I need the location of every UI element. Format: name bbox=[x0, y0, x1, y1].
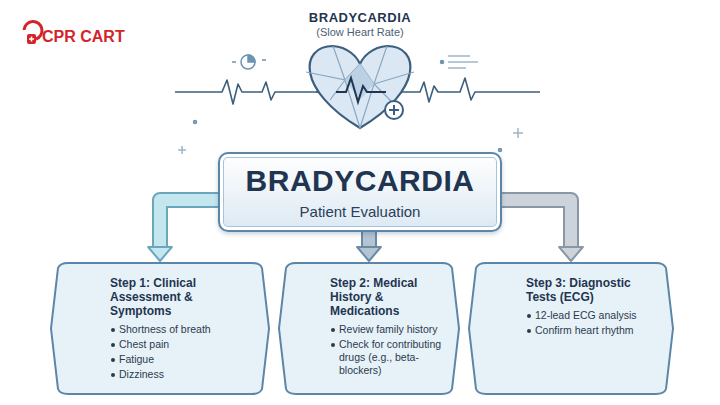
bullet-text: Dizziness bbox=[119, 368, 164, 380]
bullet-dot bbox=[111, 373, 115, 377]
logo-icon bbox=[24, 22, 42, 44]
bullet-dot bbox=[111, 343, 115, 347]
bullet-dot bbox=[111, 328, 115, 332]
bullet-item: 12-lead ECG analysis bbox=[526, 309, 658, 322]
box-subheading: Patient Evaluation bbox=[228, 203, 492, 220]
step-content: Step 3: Diagnostic Tests (ECG) 12-lead EC… bbox=[526, 276, 658, 337]
arrow-outline bbox=[502, 200, 571, 247]
step-content: Step 1: Clinical Assessment & SymptomsSh… bbox=[110, 276, 254, 381]
center-box: BRADYCARDIA Patient Evaluation bbox=[218, 152, 502, 232]
hexagon-shape bbox=[279, 263, 459, 394]
bullet-text: 12-lead ECG analysis bbox=[535, 309, 637, 321]
connector-arrow bbox=[148, 200, 218, 261]
box-heading: BRADYCARDIA bbox=[228, 164, 492, 199]
bullet-dot bbox=[331, 343, 335, 347]
step-content: Step 2: Medical History & MedicationsRev… bbox=[330, 276, 444, 377]
hexagon-shape bbox=[51, 263, 269, 394]
bullet-dot bbox=[527, 314, 531, 318]
connector-arrow bbox=[502, 200, 583, 261]
bullet-item: Confirm heart rhythm bbox=[526, 324, 658, 337]
bullet-text: Review family history bbox=[339, 323, 438, 335]
arrow-head bbox=[148, 247, 172, 261]
bullet-item: Chest pain bbox=[110, 338, 254, 351]
bullet-text: Check for contributing drugs (e.g., beta… bbox=[339, 338, 441, 376]
bullet-text: Shortness of breath bbox=[119, 323, 211, 335]
step-box: Step 2: Medical History & MedicationsRev… bbox=[278, 262, 460, 395]
logo-text: CPR CART bbox=[42, 28, 162, 46]
bullet-item: Review family history bbox=[330, 323, 444, 336]
decoration bbox=[178, 55, 523, 154]
bullet-item: Dizziness bbox=[110, 368, 254, 381]
step-box: Step 1: Clinical Assessment & SymptomsSh… bbox=[50, 262, 270, 395]
step-heading: Step 1: Clinical Assessment & Symptoms bbox=[110, 276, 254, 318]
bullet-text: Chest pain bbox=[119, 338, 169, 350]
subtitle: (Slow Heart Rate) bbox=[260, 26, 460, 38]
bullet-dot bbox=[527, 329, 531, 333]
hexagon-shape bbox=[469, 263, 673, 394]
arrow-head bbox=[357, 247, 381, 261]
bullet-item: Shortness of breath bbox=[110, 323, 254, 336]
title: BRADYCARDIA bbox=[260, 10, 460, 25]
arrow-body bbox=[502, 200, 571, 247]
step-box: Step 3: Diagnostic Tests (ECG) 12-lead EC… bbox=[468, 262, 674, 395]
arrow-body bbox=[363, 232, 375, 247]
bullet-dot bbox=[331, 328, 335, 332]
step-heading: Step 3: Diagnostic Tests (ECG) bbox=[526, 276, 658, 304]
bullet-text: Confirm heart rhythm bbox=[535, 324, 634, 336]
bullet-item: Check for contributing drugs (e.g., beta… bbox=[330, 338, 444, 376]
arrow-outline bbox=[160, 200, 218, 247]
bullet-dot bbox=[111, 358, 115, 362]
arrow-head bbox=[559, 247, 583, 261]
bullet-text: Fatigue bbox=[119, 353, 154, 365]
arrow-outline bbox=[361, 232, 377, 247]
connector-arrow bbox=[357, 232, 381, 261]
arrow-body bbox=[160, 200, 218, 247]
step-heading: Step 2: Medical History & Medications bbox=[330, 276, 444, 318]
bullet-item: Fatigue bbox=[110, 353, 254, 366]
heart-icon bbox=[306, 46, 414, 128]
